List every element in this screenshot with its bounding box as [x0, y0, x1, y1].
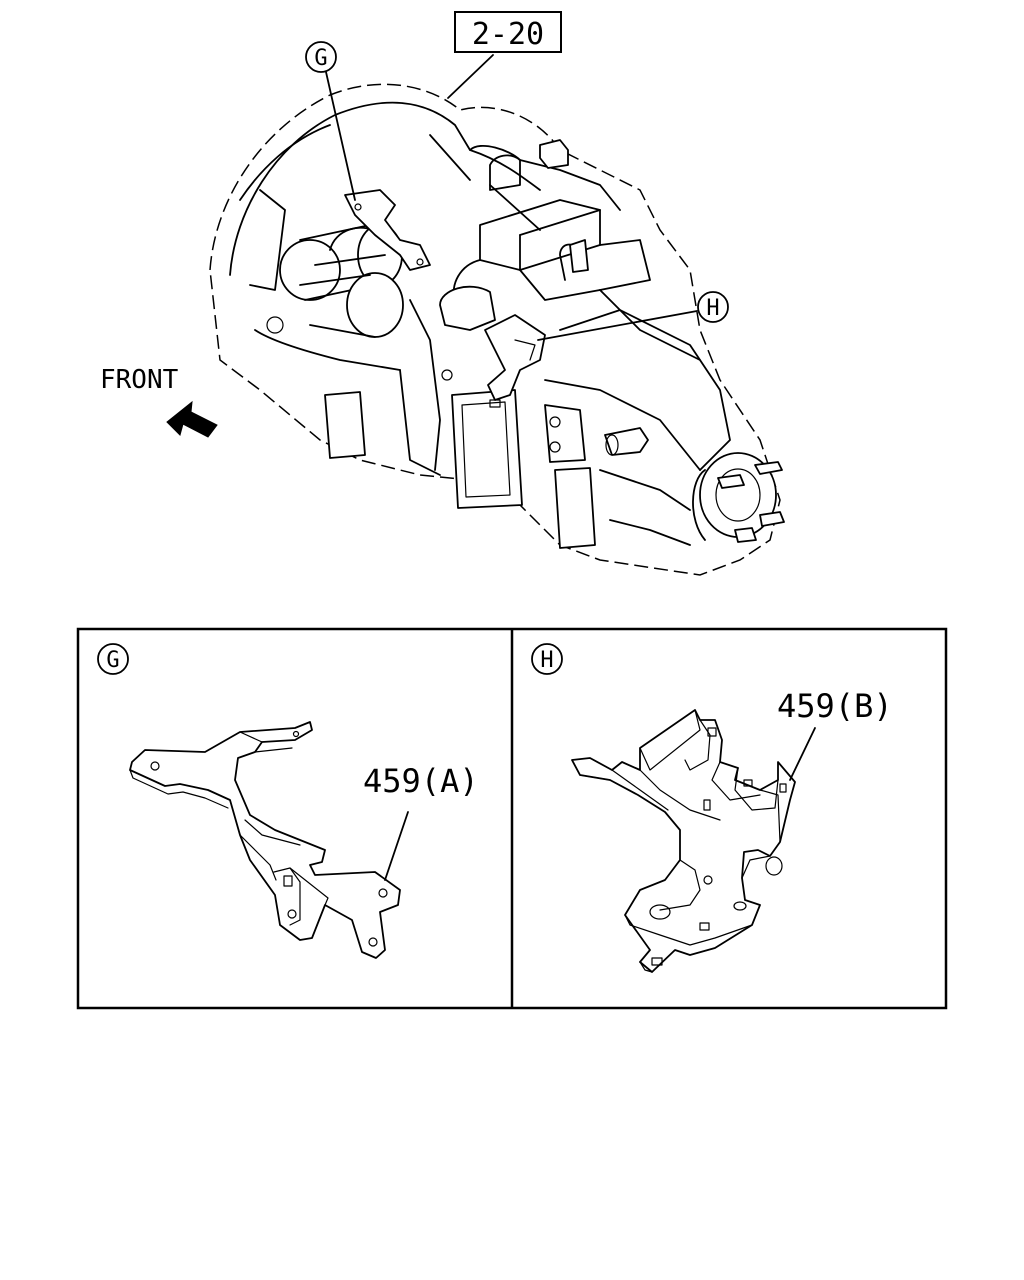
svg-text:H: H [540, 648, 553, 673]
label-459a-leader [384, 811, 409, 881]
assembly-reference: 2-20 [454, 11, 562, 53]
label-459b-leader [789, 727, 816, 781]
part-label-459b: 459(B) [777, 687, 893, 725]
svg-text:G: G [106, 648, 119, 673]
detail-panels [76, 627, 948, 1010]
svg-text:2-20: 2-20 [472, 17, 544, 52]
starter-motor [279, 224, 404, 338]
callout-h: H [697, 291, 729, 323]
detail-g-panel: G 459(A) [97, 643, 479, 959]
detail-h-panel: H 459(B) [531, 643, 893, 973]
transmission-illustration [209, 83, 785, 576]
svg-text:H: H [706, 296, 719, 321]
assembly-leader [447, 54, 494, 99]
callout-g: G [305, 41, 337, 73]
front-arrow-icon [166, 400, 218, 438]
front-label: FRONT [100, 365, 179, 395]
detail-h-marker: H [531, 643, 563, 675]
detail-g-marker: G [97, 643, 129, 675]
callout-g-leader [325, 71, 356, 201]
bracket-459b [571, 709, 796, 973]
svg-text:G: G [314, 46, 327, 71]
callout-h-leader [537, 310, 698, 341]
bracket-459a [129, 721, 401, 959]
output-flange [692, 452, 785, 543]
part-label-459a: 459(A) [363, 762, 479, 800]
